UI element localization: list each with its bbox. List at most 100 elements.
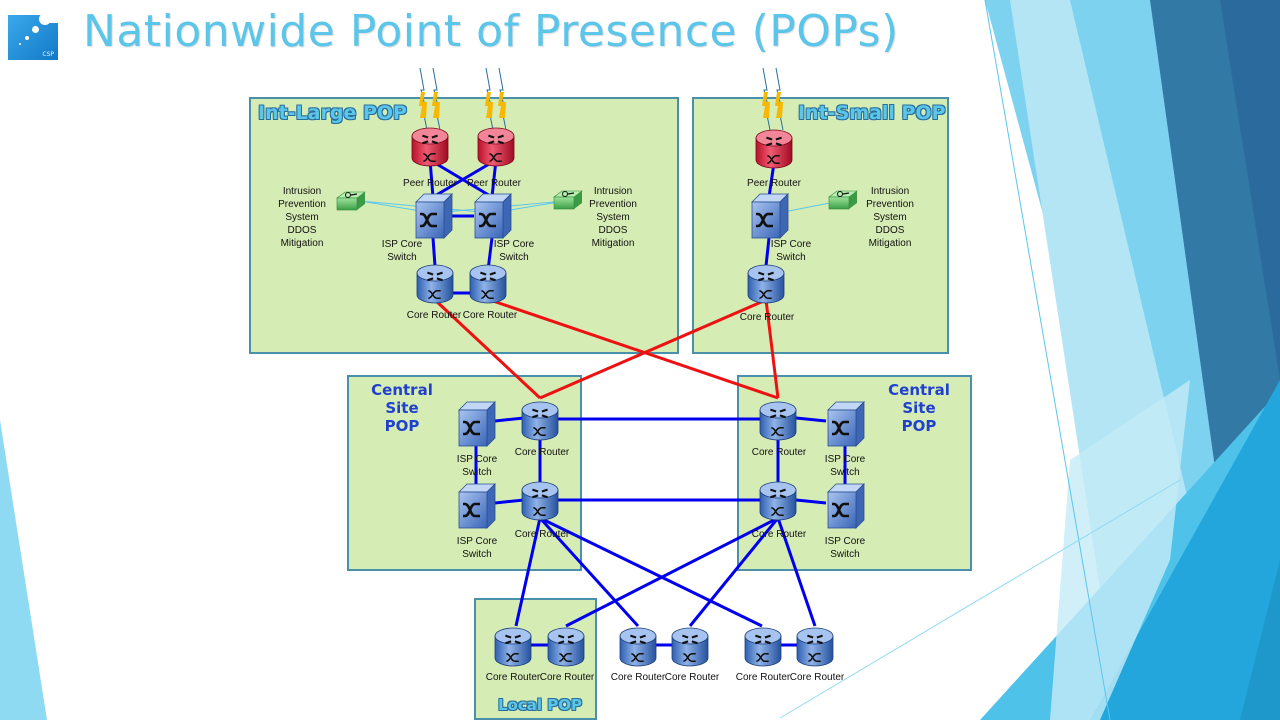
blue-link (767, 162, 776, 198)
core-router-icon (521, 481, 559, 521)
core-router-icon (747, 264, 785, 304)
peer-router-icon (411, 127, 449, 167)
label-core-router: Core Router (485, 672, 541, 683)
lightning-icon (762, 92, 770, 118)
isp-core-switch-icon (827, 483, 865, 529)
core-router-icon (759, 481, 797, 521)
label-core-router: Core Router (462, 310, 518, 321)
label-peer-router: Peer Router (403, 178, 457, 189)
blue-link (538, 516, 640, 628)
core-router-icon (619, 627, 657, 667)
isp-core-switch-icon (415, 193, 453, 239)
red-link (489, 298, 779, 400)
label-core-router: Core Router (406, 310, 462, 321)
core-router-icon (759, 401, 797, 441)
blue-link (494, 416, 525, 423)
bg-shape-4 (1220, 0, 1280, 380)
lightning-links (419, 67, 784, 131)
label-core-router: Core Router (514, 447, 570, 458)
label-peer-router: Peer Router (467, 178, 521, 189)
pop-label-local: Local POP (498, 696, 582, 714)
core-router-icon (469, 264, 507, 304)
label-core-router: Core Router (789, 672, 845, 683)
core-router-icon (671, 627, 709, 667)
bg-shape-left (0, 420, 47, 720)
red-link (764, 299, 780, 399)
label-core-router: Core Router (610, 672, 666, 683)
core-router-icon (521, 401, 559, 441)
logo: CSP (8, 13, 62, 60)
wan-links-red (433, 298, 780, 400)
bg-shape-6 (1090, 380, 1280, 720)
ips-device-icon (336, 191, 366, 211)
core-links-blue (428, 158, 847, 647)
pop-label-line: Central Site (371, 381, 433, 417)
ips-device-icon (553, 190, 583, 210)
blue-link (764, 237, 771, 267)
lightning-icon (775, 92, 783, 118)
ips-device-icon (828, 190, 858, 210)
isp-core-switch-icon (474, 193, 512, 239)
blue-link (539, 516, 763, 628)
core-router-icon (796, 627, 834, 667)
label-core-router: Core Router (514, 529, 570, 540)
blue-link (432, 158, 497, 199)
label-core-router: Core Router (751, 447, 807, 458)
red-link (539, 298, 767, 400)
blue-link (688, 517, 780, 627)
blue-link (514, 517, 542, 627)
label-core-router: Core Router (739, 312, 795, 323)
pop-label-line: POP (384, 417, 420, 435)
blue-link (795, 498, 827, 505)
blue-link (795, 416, 827, 423)
bg-line-1 (984, 0, 1111, 720)
isp-core-switch-icon (458, 401, 496, 447)
bg-shape-7 (1240, 560, 1280, 720)
slide-title: Nationwide Point of Presence (POPs) (83, 6, 899, 57)
pop-label-line: POP (901, 417, 937, 435)
logo-text: CSP (42, 51, 54, 58)
core-router-icon (494, 627, 532, 667)
blue-link (776, 517, 817, 627)
lightning-icon (498, 92, 506, 118)
bg-line-2 (779, 479, 1181, 719)
isp-core-switch-icon (827, 401, 865, 447)
label-core-router: Core Router (735, 672, 791, 683)
lightning-icon (485, 92, 493, 118)
pop-label-line: Central Site (888, 381, 950, 417)
core-router-icon (416, 264, 454, 304)
blue-link (494, 498, 525, 505)
label-peer-router: Peer Router (747, 178, 801, 189)
pop-label-int-small: Int-Small POP (798, 102, 946, 124)
pop-label-central-right: Central Site POP (873, 381, 965, 435)
pop-label-central-left: Central Site POP (356, 381, 448, 435)
lightning-icon (419, 92, 427, 118)
pop-int-small (692, 97, 949, 354)
bg-shape-8 (1050, 380, 1190, 720)
red-link (433, 298, 542, 400)
peer-router-icon (477, 127, 515, 167)
isp-core-switch-icon (458, 483, 496, 529)
peer-router-icon (755, 129, 793, 169)
blue-link (431, 237, 437, 267)
core-router-icon (547, 627, 585, 667)
core-router-icon (744, 627, 782, 667)
label-core-router: Core Router (664, 672, 720, 683)
isp-core-switch-icon (751, 193, 789, 239)
label-core-router: Core Router (751, 529, 807, 540)
blue-link (429, 158, 493, 199)
blue-link (565, 516, 779, 628)
pop-int-large (249, 97, 679, 354)
